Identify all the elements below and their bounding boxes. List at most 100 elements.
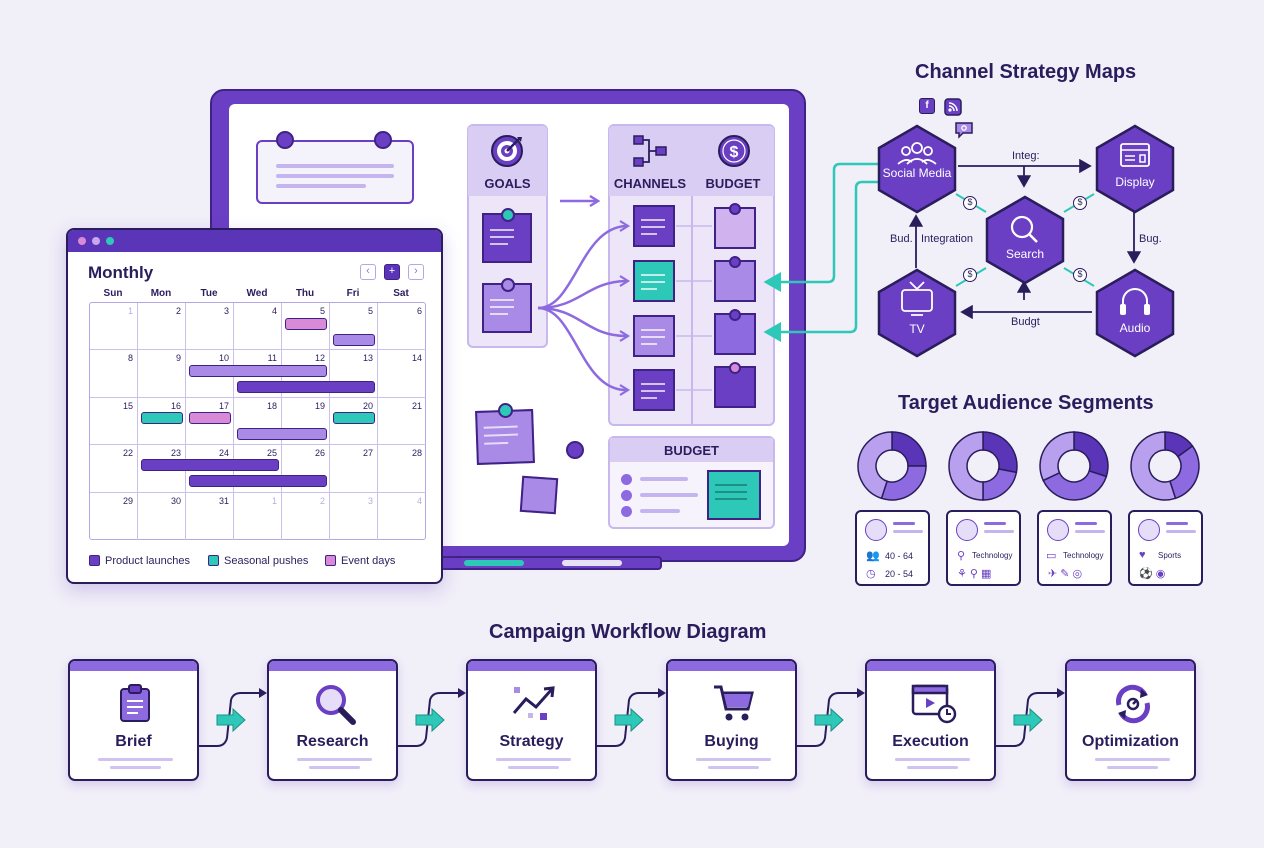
product-launch-bar[interactable] [333, 334, 375, 346]
day-number: 14 [411, 353, 422, 364]
calendar-day-cell[interactable]: 1 [234, 492, 282, 540]
persona-card[interactable]: ⚲ Technology ⚘ ⚲ ▦ [946, 510, 1021, 586]
channel-map-title: Channel Strategy Maps [915, 61, 1137, 83]
calendar-day-cell[interactable]: 2 [138, 303, 186, 351]
step-label: Strategy [499, 733, 564, 750]
budget-panel-header: BUDGET [664, 443, 719, 458]
persona-card[interactable]: ▭ Technology ✈ ✎ ◎ [1037, 510, 1112, 586]
calendar-day-cell[interactable]: 31 [186, 492, 234, 540]
calendar-day-cell[interactable]: 25 [234, 445, 282, 493]
calendar-day-cell[interactable]: 15 [90, 397, 138, 446]
day-number: 21 [411, 400, 422, 411]
channel-sticky-note[interactable] [633, 369, 675, 411]
product-launch-bar[interactable] [237, 381, 375, 393]
calendar-day-cell[interactable]: 2 [282, 492, 330, 540]
day-name: Sun [103, 288, 123, 299]
persona-card[interactable]: 👥 40 - 64 ◷ 20 - 54 [855, 510, 930, 586]
calendar-day-cell[interactable]: 19 [282, 397, 330, 446]
goals-header: GOALS [484, 176, 531, 191]
calendar-day-cell[interactable]: 13 [330, 350, 378, 398]
calendar-day-cell[interactable]: 3 [186, 303, 234, 351]
window-dot[interactable] [78, 237, 86, 245]
channels-header: CHANNELS [613, 176, 687, 191]
calendar-day-cell[interactable]: 4 [378, 493, 426, 540]
day-number: 2 [319, 495, 325, 506]
arrowhead [259, 688, 267, 698]
social-media-node[interactable] [876, 124, 958, 214]
calendar-day-cell[interactable]: 8 [90, 350, 138, 398]
day-number: 25 [266, 448, 277, 459]
calendar-day-cell[interactable]: 21 [378, 398, 426, 446]
calendar-day-cell[interactable]: 29 [90, 492, 138, 540]
event-day-bar[interactable] [189, 412, 231, 424]
calendar-day-cell[interactable]: 4 [234, 303, 282, 351]
add-event-button[interactable]: + [384, 264, 400, 280]
channel-sticky-note[interactable] [633, 260, 675, 302]
teal-arrow-icon [415, 707, 445, 733]
calendar-day-cell[interactable]: 3 [330, 492, 378, 540]
avatar [1047, 519, 1069, 541]
seasonal-push-bar[interactable] [333, 412, 375, 424]
calendar-day-cell[interactable]: 30 [138, 492, 186, 540]
audio-node[interactable] [1094, 268, 1176, 358]
prev-month-button[interactable]: ‹ [360, 264, 376, 280]
next-month-button[interactable]: › [408, 264, 424, 280]
workflow-step-research[interactable]: Research [267, 659, 398, 781]
workflow-step-buying[interactable]: Buying [666, 659, 797, 781]
dollar-badge-icon: $ [1073, 196, 1087, 210]
calendar-day-cell[interactable]: 27 [330, 445, 378, 493]
day-number: 31 [218, 495, 229, 506]
window-dot[interactable] [106, 237, 114, 245]
calendar-day-cell[interactable]: 16 [138, 397, 186, 446]
dollar-coin-icon: $ [718, 135, 750, 167]
calendar-day-cell[interactable]: 17 [186, 397, 234, 446]
edge-label-integ: Integ: [1012, 150, 1040, 162]
workflow-step-strategy[interactable]: Strategy [466, 659, 597, 781]
calendar-day-cell[interactable]: 5 [282, 303, 330, 351]
tv-node[interactable] [876, 268, 958, 358]
day-number: 20 [362, 400, 373, 411]
product-launch-bar[interactable] [141, 459, 279, 471]
social-media-label: Social Media [882, 166, 952, 180]
product-launch-bar[interactable] [189, 365, 327, 377]
budget-sticky-note[interactable] [707, 470, 761, 520]
day-number: 6 [416, 306, 422, 316]
product-launch-bar[interactable] [189, 475, 327, 487]
edge-label-bug: Bug. [1139, 233, 1162, 245]
persona-card[interactable]: ♥ Sports ⚽ ◉ [1128, 510, 1203, 586]
seasonal-push-bar[interactable] [141, 412, 183, 424]
avatar [956, 519, 978, 541]
flowchart-icon [633, 135, 667, 167]
pin [501, 278, 515, 292]
day-number: 23 [170, 448, 181, 459]
day-number: 13 [362, 353, 373, 364]
marker-teal [464, 560, 524, 566]
day-number: 3 [223, 306, 229, 316]
location-pin-icon: ⚲ [957, 550, 966, 562]
calendar-day-cell[interactable]: 12 [282, 350, 330, 398]
calendar-day-cell[interactable]: 28 [378, 445, 426, 493]
calendar-day-cell[interactable]: 26 [282, 445, 330, 493]
search-node[interactable] [984, 195, 1066, 285]
workflow-step-brief[interactable]: Brief [68, 659, 199, 781]
channel-sticky-note[interactable] [633, 205, 675, 247]
calendar-day-cell[interactable]: 14 [378, 350, 426, 398]
calendar-day-cell[interactable]: 18 [234, 397, 282, 446]
calendar-day-cell[interactable]: 5 [330, 303, 378, 351]
calendar-day-cell[interactable]: 6 [378, 303, 426, 351]
target-icon [491, 135, 523, 167]
event-day-bar[interactable] [285, 318, 327, 330]
facebook-icon: f [919, 98, 935, 114]
window-dot[interactable] [92, 237, 100, 245]
product-launch-bar[interactable] [237, 428, 327, 440]
people-icon: 👥 [866, 550, 880, 562]
calendar-day-cell[interactable]: 9 [138, 350, 186, 398]
workflow-step-optimization[interactable]: Optimization [1065, 659, 1196, 781]
workflow-step-execution[interactable]: Execution [865, 659, 996, 781]
channel-sticky-note[interactable] [633, 315, 675, 357]
calendar-day-cell[interactable]: 20 [330, 397, 378, 446]
display-node[interactable] [1094, 124, 1176, 214]
calendar-day-cell[interactable]: 22 [90, 445, 138, 493]
calendar-day-cell[interactable]: 1 [90, 303, 138, 351]
monthly-calendar-window: Monthly ‹ + › Sun Mon Tue Wed Thu Fri Sa… [66, 228, 443, 584]
